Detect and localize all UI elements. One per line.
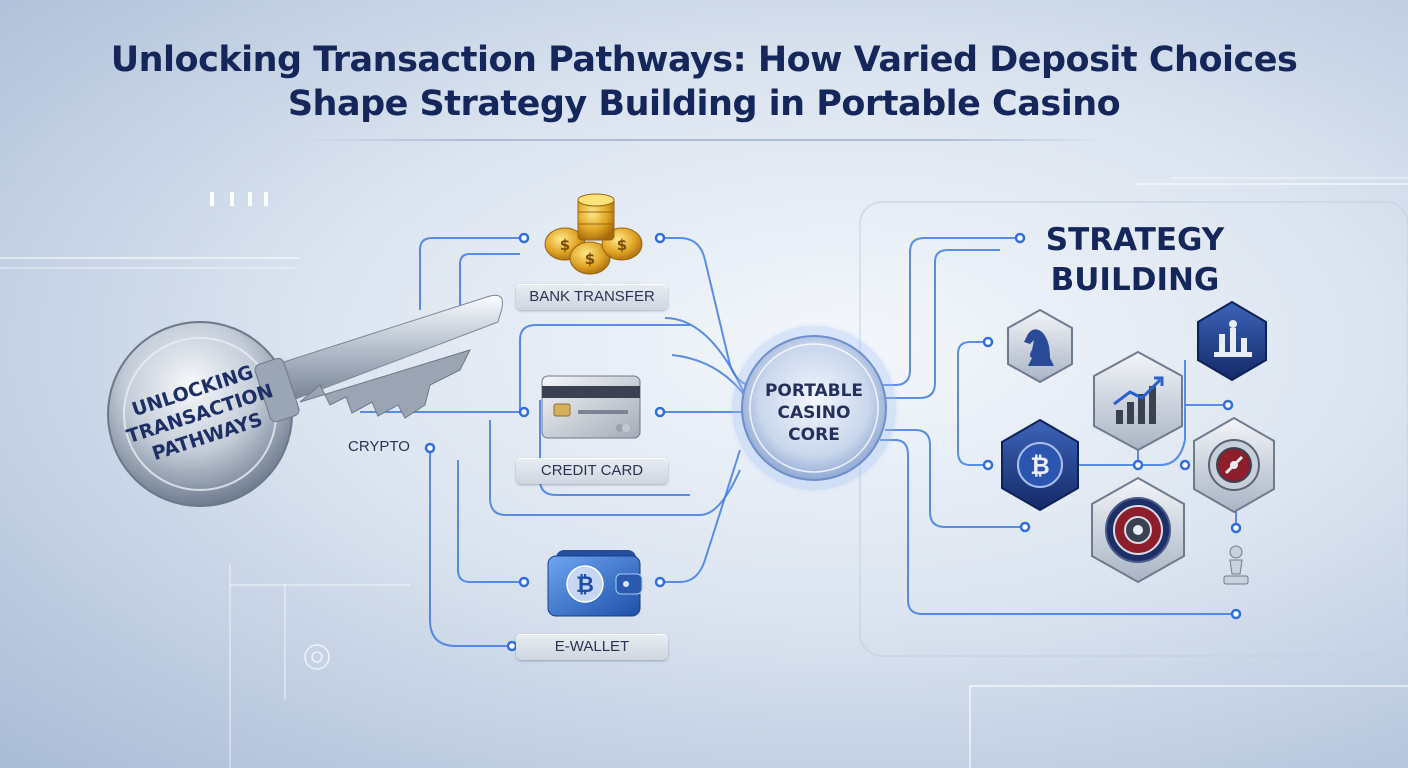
svg-text:₿: ₿ <box>1030 452 1050 480</box>
svg-text:₿: ₿ <box>576 573 594 598</box>
e-wallet-label: E-WALLET <box>516 634 668 660</box>
core-label: PORTABLE CASINO CORE <box>764 381 864 445</box>
crypto-label: CRYPTO <box>348 438 410 455</box>
growth-chart-icon <box>1093 350 1183 452</box>
portable-casino-core <box>732 326 896 490</box>
page-title-line-2: Shape Strategy Building in Portable Casi… <box>287 84 1121 124</box>
strategy-building-title: STRATEGY BUILDING <box>1045 222 1225 298</box>
chess-knight-icon <box>1007 308 1073 384</box>
svg-text:$: $ <box>617 236 627 254</box>
compass-icon <box>1193 416 1275 514</box>
page-title-line-1: Unlocking Transaction Pathways: How Vari… <box>110 40 1298 80</box>
gold-coins-icon: $ $ $ <box>544 193 643 275</box>
credit-card-label: CREDIT CARD <box>516 458 668 484</box>
connector-lines-left <box>360 237 741 647</box>
bitcoin-wallet-icon: ₿ <box>547 550 643 617</box>
connector-lines-right <box>880 237 1237 615</box>
key-graphic <box>107 294 503 507</box>
title-divider <box>300 139 1108 141</box>
bank-transfer-label: BANK TRANSFER <box>516 284 668 310</box>
chess-pieces-icon <box>1197 300 1267 382</box>
chess-pawn-icon <box>1223 545 1249 585</box>
connector-dots <box>424 232 1242 652</box>
svg-text:$: $ <box>560 236 570 254</box>
roulette-wheel-icon <box>1091 476 1185 584</box>
svg-text:$: $ <box>585 250 595 268</box>
bitcoin-icon: ₿ <box>1001 418 1079 512</box>
credit-card-icon <box>541 375 641 439</box>
